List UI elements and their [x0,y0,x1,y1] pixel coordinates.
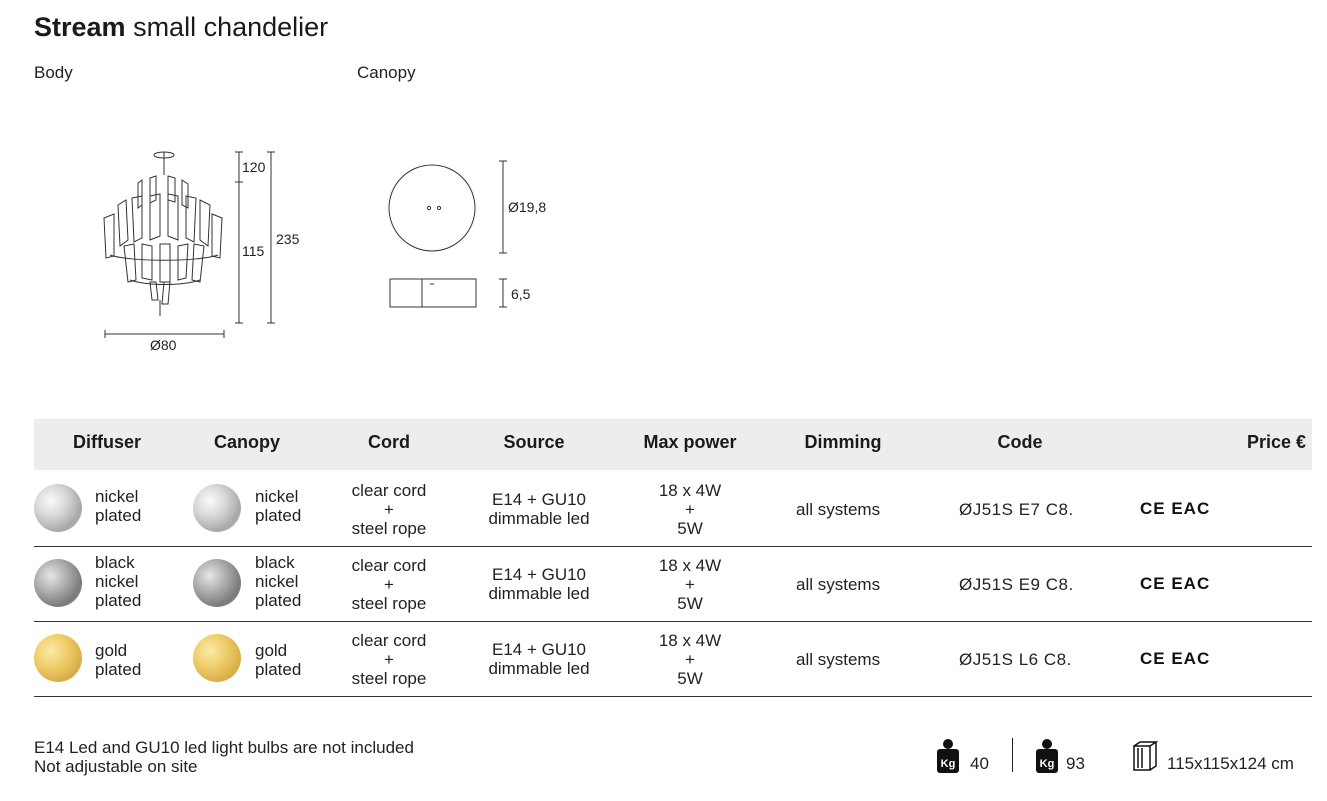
dim-body-diameter: Ø80 [150,337,177,353]
product-code: ØJ51S E7 C8. [959,500,1074,519]
gross-weight-value: 93 [1066,754,1085,773]
header-max-power: Max power [643,432,737,452]
diffuser-swatch [34,559,82,607]
dim-body-mid: 115 [242,243,265,259]
package-size: 115x115x124 cm [1167,754,1294,773]
dim-body-total: 235 [276,231,300,247]
package-box-icon [1133,741,1159,771]
adjustable-note: Not adjustable on site [34,757,198,776]
certification-marks: CE EAC [1140,649,1211,668]
chandelier-drawing [103,151,223,316]
body-dimension-lines [104,151,275,338]
bulbs-note: E14 Led and GU10 led light bulbs are not… [34,738,414,757]
divider [1012,738,1013,772]
canopy-view-label: Canopy [357,63,416,82]
dim-canopy-height: 6,5 [511,286,531,302]
cord-value: clear cord+steel rope [351,556,427,613]
product-code: ØJ51S L6 C8. [959,650,1072,669]
table-header: Diffuser Canopy Cord Source Max power Di… [34,419,1312,470]
dimming-value: all systems [796,575,881,594]
cord-value: clear cord+steel rope [351,631,427,688]
net-weight-icon: Kg [937,739,959,773]
canopy-dimension-lines [499,160,507,308]
dim-body-top: 120 [242,159,266,175]
power-value: 18 x 4W+5W [658,631,722,688]
power-value: 18 x 4W+5W [658,556,722,613]
cord-value: clear cord+steel rope [351,481,427,538]
dimming-value: all systems [796,650,881,669]
canopy-swatch [193,634,241,682]
diffuser-swatch [34,484,82,532]
header-diffuser: Diffuser [72,432,141,452]
header-canopy: Canopy [213,432,280,452]
header-dimming: Dimming [804,432,882,452]
product-name: Stream [34,12,126,42]
canopy-drawing [388,164,477,308]
technical-drawing: 120 115 235 Ø80 Ø19,8 6,5 [103,151,546,353]
product-code: ØJ51S E9 C8. [959,575,1074,594]
kg-label: Kg [941,758,956,770]
product-title: Stream small chandelier [34,12,328,43]
kg-label: Kg [1040,758,1055,770]
header-source: Source [503,432,565,452]
header-price: Price € [1246,432,1306,452]
product-subtitle: small chandelier [133,12,329,42]
diffuser-swatch [34,634,82,682]
canopy-swatch [193,559,241,607]
dim-canopy-diameter: Ø19,8 [508,199,546,215]
net-weight-value: 40 [970,754,989,773]
certification-marks: CE EAC [1140,499,1211,518]
dimming-value: all systems [796,500,881,519]
header-cord: Cord [368,432,410,452]
certification-marks: CE EAC [1140,574,1211,593]
canopy-swatch [193,484,241,532]
body-view-label: Body [34,63,73,82]
header-code: Code [997,432,1043,452]
power-value: 18 x 4W+5W [658,481,722,538]
gross-weight-icon: Kg [1036,739,1058,773]
